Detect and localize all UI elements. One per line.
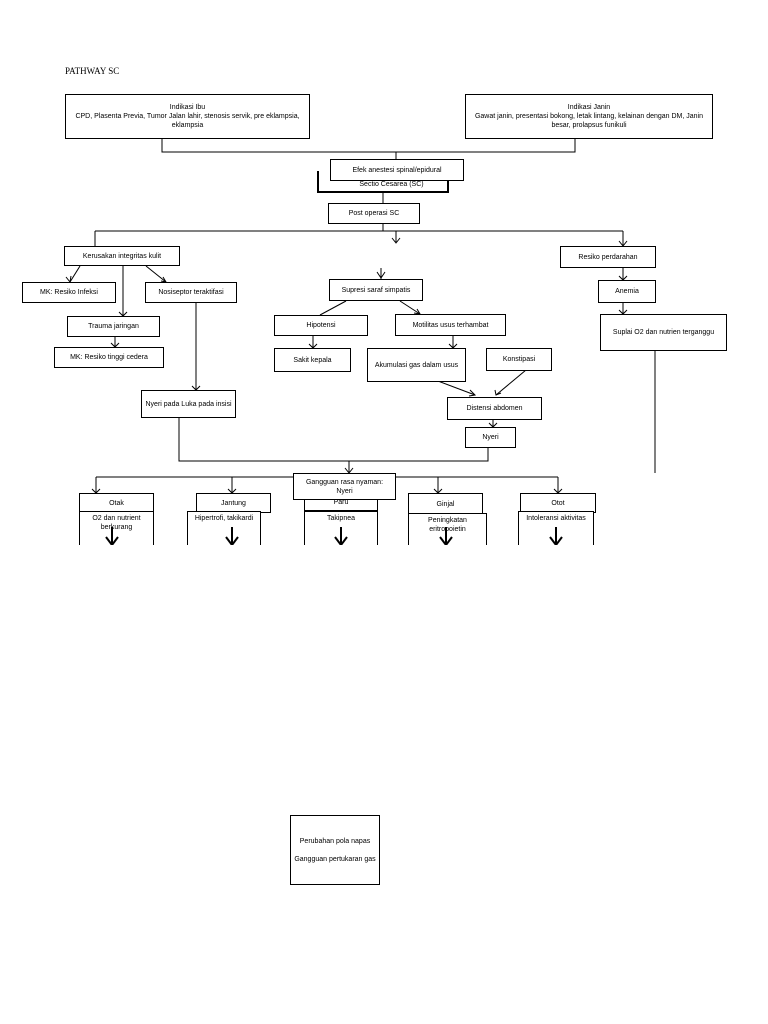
indikasi-janin-box: Indikasi Janin Gawat janin, presentasi b…: [465, 94, 713, 139]
otot-label: Otot: [551, 499, 565, 507]
resiko-infeksi-box: MK: Resiko Infeksi: [22, 282, 116, 303]
distensi-abdomen-label: Distensi abdomen: [466, 405, 523, 412]
nyeri-label: Nyeri: [482, 434, 499, 441]
efek-anestesi-label: Efek anestesi spinal/epidural: [352, 166, 442, 174]
otak-sub-label: O2 dan nutrient berkurang: [92, 515, 141, 531]
indikasi-ibu-box: Indikasi Ibu CPD, Plasenta Previa, Tumor…: [65, 94, 310, 139]
nyeri-box: Nyeri: [465, 427, 516, 448]
suplai-o2-box: Suplai O2 dan nutrien terganggu: [600, 314, 727, 351]
resiko-perdarahan-box: Resiko perdarahan: [560, 246, 656, 268]
nosiseptor-label: Nosiseptor teraktifasi: [158, 289, 224, 296]
jantung-sub-box: Hipertrofi, takikardi: [187, 511, 261, 545]
indikasi-janin-heading: Indikasi Janin: [567, 104, 611, 111]
akumulasi-gas-box: Akumulasi gas dalam usus: [367, 348, 466, 382]
jantung-sub-label: Hipertrofi, takikardi: [194, 515, 254, 522]
post-operasi-box: Post operasi SC: [328, 203, 420, 224]
otak-label: Otak: [109, 499, 124, 507]
organ-arrows: [105, 527, 563, 545]
hipotensi-label: Hipotensi: [306, 322, 336, 329]
otot-box: Otot: [520, 493, 596, 513]
supresi-simpatis-box: Supresi saraf simpatis: [329, 279, 423, 301]
hipotensi-box: Hipotensi: [274, 315, 368, 336]
trauma-jaringan-box: Trauma jaringan: [67, 316, 160, 337]
ginjal-sub-box: Peningkatan eritropoietin: [408, 513, 487, 545]
sakit-kepala-label: Sakit kepala: [293, 356, 332, 364]
resiko-cedera-label: MK: Resiko tinggi cedera: [70, 354, 148, 361]
gangguan-nyaman-box: Gangguan rasa nyaman: Nyeri: [293, 473, 396, 500]
ginjal-label: Ginjal: [436, 500, 455, 508]
indikasi-janin-text: Gawat janin, presentasi bokong, letak li…: [474, 113, 704, 129]
jantung-label: Jantung: [221, 499, 246, 507]
resiko-infeksi-label: MK: Resiko Infeksi: [40, 289, 98, 296]
efek-anestesi-box: Efek anestesi spinal/epidural: [330, 159, 464, 181]
post-operasi-label: Post operasi SC: [348, 210, 400, 217]
distensi-abdomen-box: Distensi abdomen: [447, 397, 542, 420]
sakit-kepala-box: Sakit kepala: [274, 348, 351, 372]
motilitas-usus-box: Motilitas usus terhambat: [395, 314, 506, 336]
nosiseptor-box: Nosiseptor teraktifasi: [145, 282, 237, 303]
nyeri-luka-label: Nyeri pada Luka pada insisi: [145, 400, 232, 408]
kerusakan-kulit-box: Kerusakan integritas kulit: [64, 246, 180, 266]
page-title: PATHWAY SC: [65, 66, 120, 76]
nyeri-luka-box: Nyeri pada Luka pada insisi: [141, 390, 236, 418]
konstipasi-label: Konstipasi: [502, 356, 536, 363]
indikasi-ibu-heading: Indikasi Ibu: [169, 104, 206, 111]
perubahan-pola-napas-label: Perubahan pola napas Gangguan pertukaran…: [294, 837, 376, 863]
gangguan-nyaman-label: Gangguan rasa nyaman: Nyeri: [305, 478, 384, 495]
suplai-o2-label: Suplai O2 dan nutrien terganggu: [612, 329, 715, 336]
ginjal-sub-label: Peningkatan eritropoietin: [428, 517, 467, 533]
sectio-cesarea-box: Sectio Cesarea (SC): [335, 171, 448, 191]
konstipasi-box: Konstipasi: [486, 348, 552, 371]
paru-sub-label: Takipnea: [326, 515, 356, 522]
perubahan-pola-napas-box: Perubahan pola napas Gangguan pertukaran…: [290, 815, 380, 885]
anemia-label: Anemia: [615, 288, 639, 295]
trauma-jaringan-label: Trauma jaringan: [88, 323, 139, 330]
anemia-box: Anemia: [598, 280, 656, 303]
akumulasi-gas-label: Akumulasi gas dalam usus: [374, 361, 459, 369]
organ-region: Otak O2 dan nutrient berkurang Jantung H…: [79, 473, 596, 545]
paru-label: Paru: [333, 498, 349, 506]
resiko-cedera-box: MK: Resiko tinggi cedera: [54, 347, 164, 368]
supresi-simpatis-label: Supresi saraf simpatis: [341, 286, 411, 294]
otot-sub-label: Intoleransi aktivitas: [526, 515, 586, 522]
indikasi-ibu-text: CPD, Plasenta Previa, Tumor Jalan lahir,…: [75, 113, 300, 129]
sectio-cesarea-label: Sectio Cesarea (SC): [359, 181, 424, 188]
kerusakan-kulit-label: Kerusakan integritas kulit: [82, 252, 162, 260]
resiko-perdarahan-label: Resiko perdarahan: [578, 253, 638, 261]
motilitas-usus-label: Motilitas usus terhambat: [412, 321, 489, 329]
